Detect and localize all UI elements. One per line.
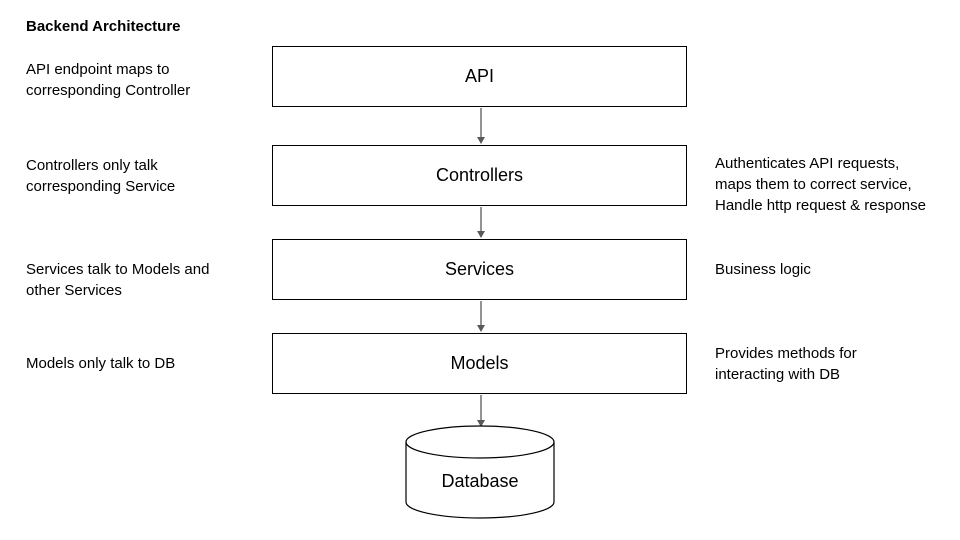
models-box-label: Models [450, 353, 509, 373]
controllers-left-note: Controllers only talk corresponding Serv… [26, 157, 176, 195]
models-left-note: Models only talk to DB [26, 355, 176, 372]
controllers-box-label: Controllers [435, 165, 524, 185]
controllers-right-note: Authenticates API requests, maps them to… [715, 155, 926, 214]
controllers-box: Controllers [272, 145, 687, 206]
models-box: Models [272, 333, 687, 394]
api-left-note: API endpoint maps to corresponding Contr… [26, 61, 191, 99]
database-cylinder [405, 425, 555, 519]
services-right-note: Business logic [715, 261, 811, 278]
api-box-label: API [464, 66, 494, 86]
database-label: Database [441, 471, 519, 491]
api-box: API [272, 46, 687, 107]
services-box-label: Services [444, 259, 515, 279]
models-right-note: Provides methods for interacting with DB [715, 345, 857, 383]
diagram-title: Backend Architecture [26, 18, 181, 35]
services-left-note: Services talk to Models and other Servic… [26, 261, 210, 299]
services-box: Services [272, 239, 687, 300]
